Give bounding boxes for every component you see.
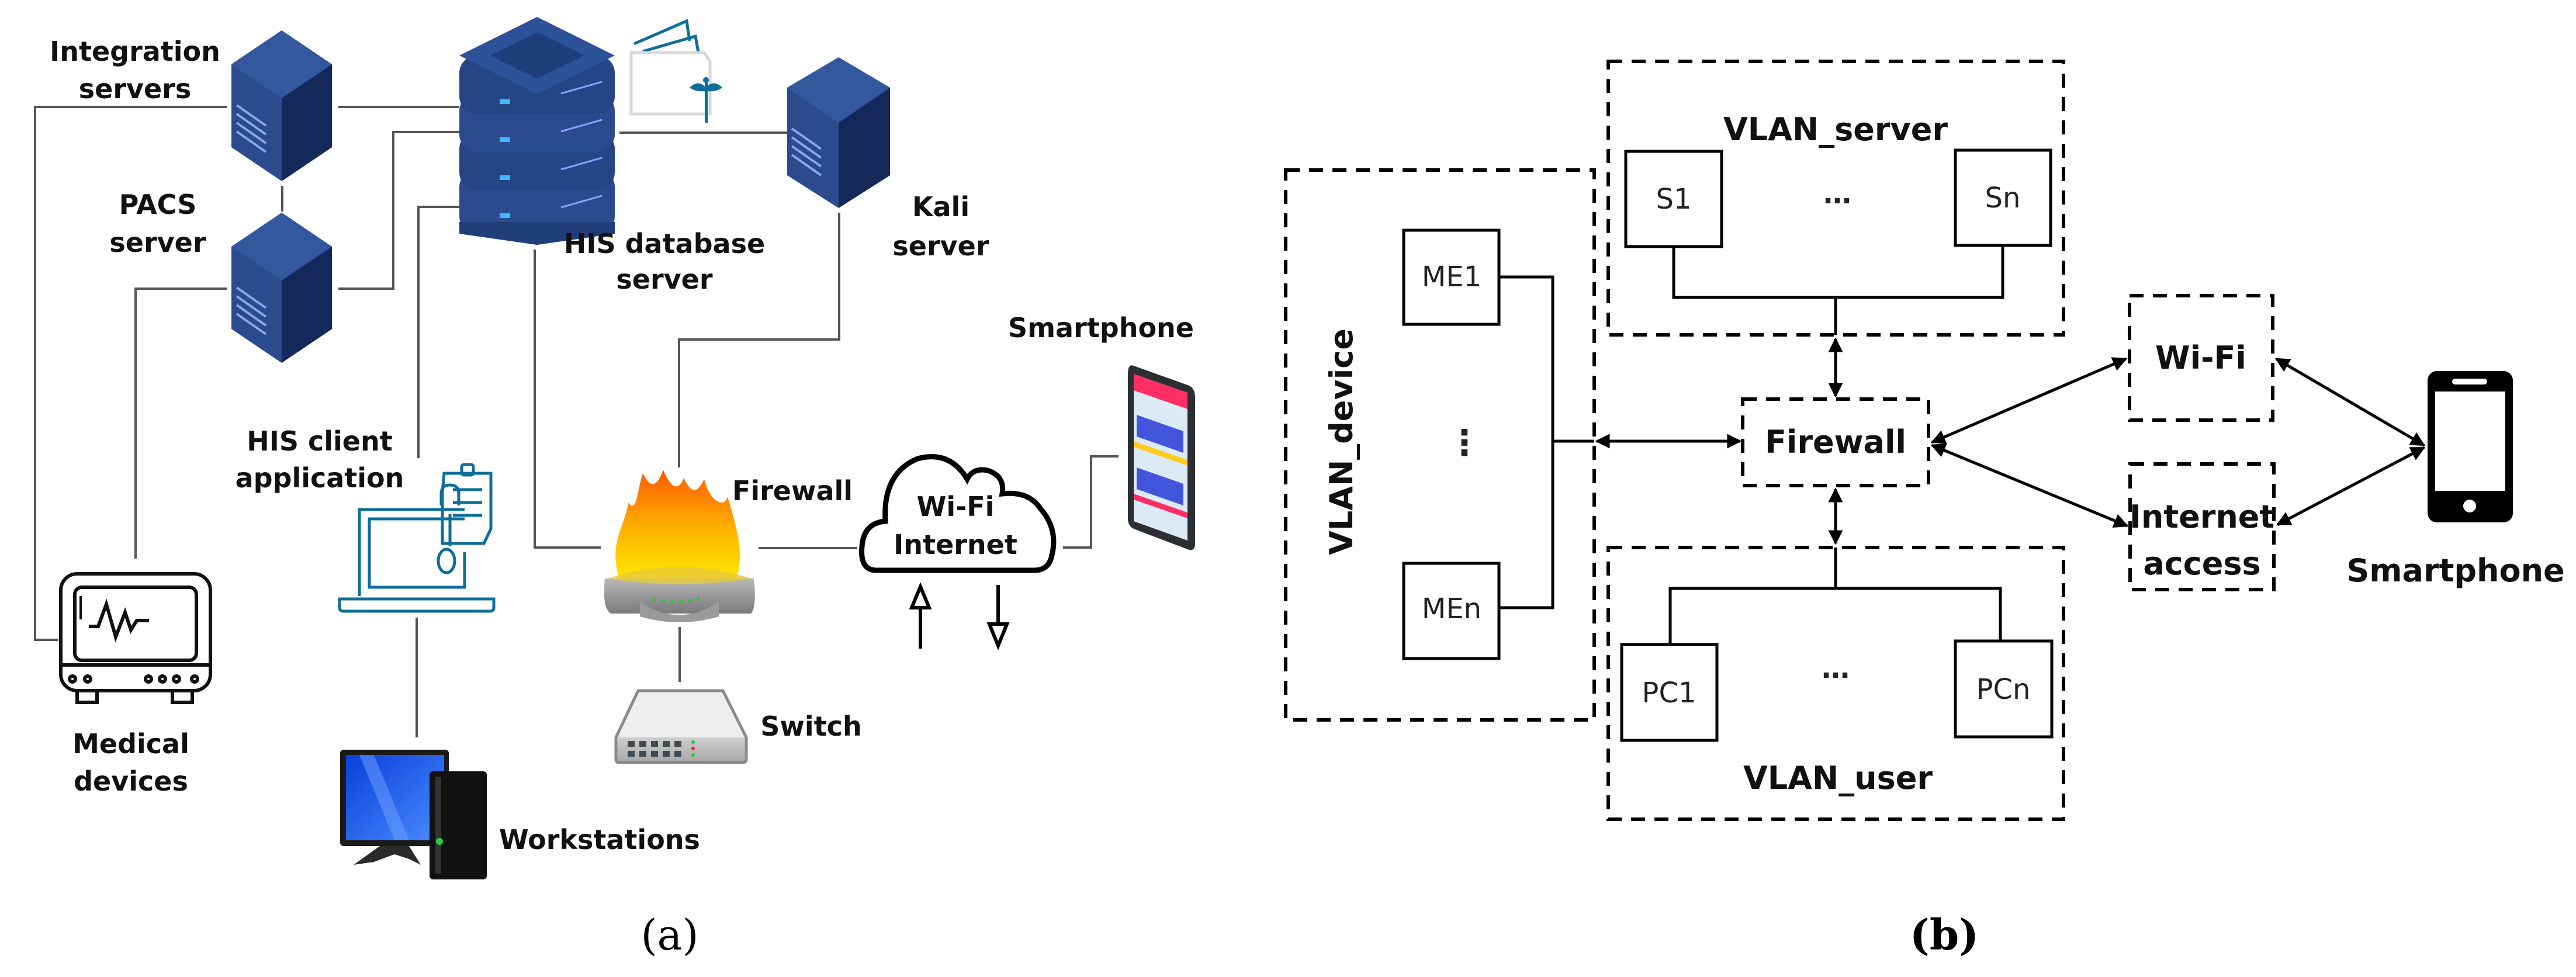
cloud-icon — [859, 454, 1057, 573]
laptop-clipboard-icon — [338, 463, 496, 613]
internet-access-box — [2128, 462, 2276, 591]
his-database-server-icon — [459, 17, 615, 245]
node-sn — [1954, 148, 2052, 247]
switch-icon — [614, 689, 748, 764]
his-database-label-1: HIS database — [564, 228, 765, 259]
panel-a-connectors — [34, 106, 1119, 737]
panel-b: VLAN_server VLAN_user VLAN_device S1 Sn … — [1284, 60, 2565, 959]
node-men — [1402, 562, 1501, 660]
node-s1 — [1624, 150, 1723, 248]
panel-b-caption: (b) — [1910, 910, 1979, 959]
node-pcn — [1954, 639, 2054, 739]
integration-servers-label-1: Integration — [50, 36, 220, 67]
medical-devices-label-1: Medical — [72, 728, 189, 760]
link-pacs-his — [338, 131, 459, 290]
panel-a-caption: (a) — [640, 910, 698, 959]
device-bus — [1499, 275, 1554, 609]
integration-server-icon — [231, 30, 332, 181]
firewall-icon — [604, 470, 755, 622]
vlan-server-group — [1606, 60, 2065, 337]
kali-server-icon — [787, 57, 890, 208]
his-database-label-2: server — [616, 264, 712, 295]
cloud-label-2: Internet — [894, 529, 1017, 560]
vlan-user-label: VLAN_user — [1743, 760, 1933, 796]
pacs-server-label-1: PACS — [119, 189, 197, 220]
link-integration-medical — [34, 106, 227, 641]
node-sn-label: Sn — [1985, 182, 2021, 214]
workstation-icon — [340, 750, 487, 879]
arrow-wifi-smartphone — [2274, 357, 2426, 447]
node-pc1 — [1620, 643, 1719, 742]
link-cloud-smartphone — [1063, 455, 1119, 549]
his-client-label-1: HIS client — [247, 425, 393, 457]
smartphone-icon — [1128, 365, 1195, 550]
wifi-label: Wi-Fi — [2155, 339, 2246, 376]
cloud-label-1: Wi-Fi — [917, 491, 995, 522]
kali-server-label-2: server — [892, 230, 989, 262]
link-his-firewall — [534, 250, 601, 549]
user-ellipsis: … — [1822, 652, 1850, 685]
link-pacs-medical — [134, 287, 227, 559]
vlan-device-label: VLAN_device — [1323, 328, 1360, 555]
medical-monitor-icon — [59, 572, 212, 704]
arrow-firewall-internet — [1930, 444, 2129, 528]
smartphone-label-b: Smartphone — [2346, 552, 2564, 589]
node-pc1-label: PC1 — [1642, 677, 1696, 709]
firewall-label-a: Firewall — [732, 475, 853, 507]
node-me1-label: ME1 — [1422, 261, 1481, 293]
arrow-firewall-wifi — [1930, 357, 2128, 444]
pacs-server-icon — [231, 213, 332, 363]
link-his-client — [417, 206, 459, 458]
user-bus — [1668, 587, 2002, 645]
vlan-device-group — [1284, 168, 1596, 722]
firewall-label-b: Firewall — [1765, 424, 1906, 460]
smartphone-label-a: Smartphone — [1008, 312, 1194, 344]
vlan-user-group — [1606, 546, 2065, 821]
workstations-label: Workstations — [499, 824, 700, 855]
download-arrow-icon — [986, 585, 1010, 650]
node-s1-label: S1 — [1656, 183, 1691, 216]
his-client-label-2: application — [236, 462, 404, 494]
link-kali-firewall — [678, 213, 840, 467]
internet-label-1: Internet — [2130, 498, 2274, 535]
firewall-box — [1741, 397, 1930, 487]
integration-servers-label-2: servers — [79, 73, 192, 105]
medical-folder-icon — [629, 19, 722, 123]
internet-label-2: access — [2143, 545, 2260, 582]
medical-devices-label-2: devices — [74, 765, 188, 797]
vlan-server-label: VLAN_server — [1723, 111, 1948, 148]
device-ellipsis: ⋮ — [1447, 422, 1482, 463]
node-men-label: MEn — [1422, 593, 1481, 625]
server-ellipsis: … — [1823, 178, 1851, 210]
switch-label: Switch — [760, 711, 861, 742]
arrow-internet-smartphone — [2276, 446, 2426, 526]
upload-arrow-icon — [909, 582, 932, 649]
node-me1 — [1402, 228, 1501, 326]
wifi-box — [2128, 294, 2274, 422]
kali-server-label-1: Kali — [912, 191, 970, 223]
server-bus — [1672, 245, 2004, 299]
smartphone-glyph-icon — [2428, 371, 2513, 522]
pacs-server-label-2: server — [109, 227, 206, 258]
panel-a: Integration servers PACS server — [34, 17, 1195, 959]
node-pcn-label: PCn — [1976, 673, 2031, 706]
